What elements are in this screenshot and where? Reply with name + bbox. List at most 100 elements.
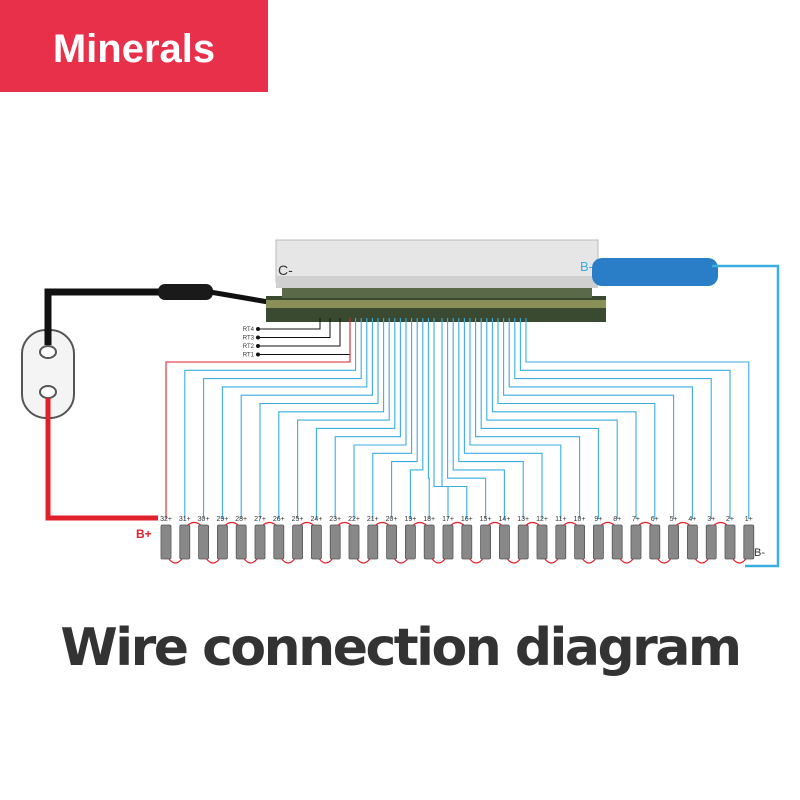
- battery-cell: [442, 524, 454, 560]
- battery-cell: [423, 524, 435, 560]
- thermistor-probe: [256, 344, 260, 348]
- sense-wire: [240, 318, 373, 519]
- thermistor-label: RT2: [243, 344, 255, 350]
- battery-cell: [611, 524, 623, 560]
- thermistor-label: RT3: [243, 336, 255, 342]
- series-link: [431, 558, 446, 564]
- battery-cell: [555, 524, 567, 560]
- thermistor-wire: [258, 318, 331, 338]
- sense-wire: [503, 318, 675, 519]
- b-minus-wire: [712, 264, 780, 568]
- cell-label: 3+: [707, 516, 715, 523]
- series-link: [544, 558, 559, 564]
- sense-wire: [372, 318, 413, 519]
- sense-wire: [184, 318, 357, 519]
- cell-label: 6+: [651, 516, 659, 523]
- series-link: [337, 521, 352, 526]
- cell-label: 30+: [198, 516, 210, 523]
- logo-mark: Minerals: [53, 27, 215, 71]
- cell-label: 32+: [160, 516, 172, 523]
- battery-cell: [705, 524, 717, 560]
- board-b-minus-label: B-: [580, 259, 593, 274]
- sense-wire: [427, 318, 430, 519]
- cell-label: 9+: [594, 516, 602, 523]
- thermistor-label: RT4: [243, 327, 255, 333]
- series-link: [318, 558, 333, 564]
- battery-cell: [668, 524, 679, 560]
- series-link: [619, 558, 634, 564]
- thermistor-probe: [256, 352, 260, 357]
- battery-cell: [517, 524, 529, 560]
- sense-wire-group: [165, 318, 750, 519]
- battery-cell: [461, 524, 473, 560]
- cell-label: 15+: [480, 516, 492, 523]
- sense-wire: [497, 318, 656, 519]
- battery-cell: [386, 524, 398, 560]
- cell-label: 5+: [670, 516, 678, 523]
- thermistor-wire: [258, 318, 351, 355]
- cell-label: 14+: [498, 516, 510, 523]
- black-lead-wire: [44, 288, 160, 345]
- cell-label: 25+: [292, 516, 304, 523]
- sense-wire: [259, 318, 379, 519]
- cell-label: 18+: [423, 516, 435, 523]
- battery-cell: [404, 524, 416, 560]
- series-link: [206, 558, 220, 564]
- series-link: [694, 558, 709, 564]
- series-link: [601, 521, 615, 526]
- sense-wire: [475, 318, 581, 519]
- sense-wire: [469, 318, 562, 519]
- sense-wire: [491, 318, 637, 519]
- brand-logo: Minerals: [0, 0, 268, 92]
- series-link: [243, 558, 258, 564]
- sense-wire: [514, 318, 712, 519]
- battery-cell: [216, 524, 228, 560]
- thermistor-probe: [256, 335, 260, 340]
- cell-label: 29+: [216, 516, 228, 523]
- battery-cell: [198, 524, 210, 560]
- red-positive-wire: [45, 398, 158, 521]
- thermistor-label: RT1: [243, 353, 255, 359]
- battery-cell: [649, 524, 661, 560]
- battery-cell: [310, 524, 322, 560]
- fuse-connector: [21, 329, 75, 419]
- series-link: [563, 521, 577, 526]
- cell-label: 10+: [574, 516, 586, 523]
- sense-wire: [353, 318, 407, 519]
- sense-wire: [409, 318, 424, 519]
- diagram-title: Wire connection diagram: [60, 618, 742, 678]
- series-link: [187, 521, 201, 526]
- sense-wire: [391, 318, 418, 519]
- sense-wire: [203, 318, 362, 519]
- battery-cell: [593, 524, 604, 560]
- battery-cell: [498, 524, 510, 560]
- sense-wire: [297, 318, 390, 519]
- series-link: [225, 521, 239, 526]
- series-link: [262, 521, 277, 526]
- sense-wire: [433, 318, 449, 519]
- series-link: [732, 558, 747, 564]
- cell-label: 22+: [348, 516, 360, 523]
- cell-label: 27+: [254, 516, 266, 523]
- series-link: [375, 521, 389, 526]
- board-c-minus-label: C-: [278, 262, 293, 278]
- sense-wire: [519, 318, 731, 519]
- b-minus-cable: [592, 258, 718, 286]
- sense-wire: [278, 318, 385, 519]
- thermistor-wire: [258, 318, 341, 347]
- battery-cell: [480, 524, 492, 560]
- sense-wire: [334, 318, 401, 519]
- sense-wire: [315, 318, 396, 519]
- battery-cell: [743, 524, 755, 560]
- thermistor-wire: [258, 318, 321, 330]
- series-link: [168, 558, 183, 564]
- cell-label: 21+: [367, 516, 379, 523]
- series-link: [582, 558, 596, 564]
- cell-label: 19+: [404, 516, 416, 523]
- cell-label: 2+: [726, 516, 734, 523]
- cell-label: 4+: [688, 516, 696, 523]
- cell-label: 11+: [555, 516, 566, 523]
- battery-cell: [630, 524, 642, 560]
- b-plus-label: B+: [136, 527, 152, 541]
